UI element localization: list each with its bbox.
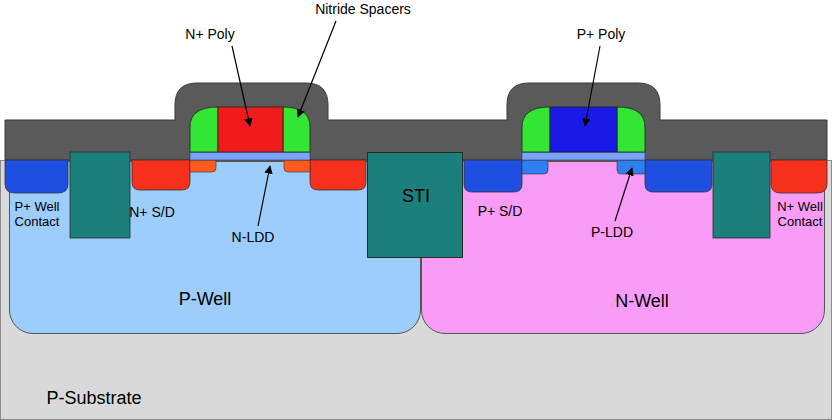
p-plus-poly [550, 107, 617, 152]
sti-left [70, 152, 130, 238]
region-label: N-Well [562, 291, 722, 312]
gate-oxide [190, 152, 310, 160]
nitride-spacer [190, 107, 218, 152]
layer-label: P+ Well Contact [5, 200, 69, 230]
p-plus-contact [5, 160, 68, 193]
leader-line [298, 21, 336, 117]
n-plus-poly [218, 107, 283, 152]
sti-right [713, 152, 770, 238]
n-plus-contact [771, 160, 827, 193]
gate-oxide [522, 152, 645, 160]
nitride-spacer [522, 107, 550, 152]
leader-line [232, 46, 250, 126]
layer-label: N-LDD [218, 229, 288, 245]
layer-label: N+ Well Contact [771, 200, 829, 230]
nitride-spacer [617, 107, 645, 152]
layer-label: P-LDD [577, 224, 647, 240]
n-plus-sd [132, 160, 190, 190]
layer-label: P+ S/D [465, 203, 535, 219]
n-ldd [284, 160, 310, 172]
isolation-trench: STI [367, 152, 463, 258]
region-label: P-Substrate [14, 388, 174, 409]
p-ldd [522, 160, 548, 174]
leader-line [585, 46, 600, 126]
layer-label: N+ S/D [117, 204, 187, 220]
nitride-spacer [283, 107, 310, 152]
n-ldd [190, 160, 216, 172]
layer-label: N+ Poly [170, 26, 250, 42]
region-label: STI [371, 186, 461, 207]
region-label: P-Well [125, 289, 285, 310]
n-plus-sd [310, 160, 366, 190]
layer-label: Nitride Spacers [298, 1, 428, 17]
p-plus-sd [464, 160, 522, 192]
p-plus-sd [645, 160, 712, 192]
layer-label: P+ Poly [561, 26, 641, 42]
dielectric-layer [5, 83, 827, 160]
